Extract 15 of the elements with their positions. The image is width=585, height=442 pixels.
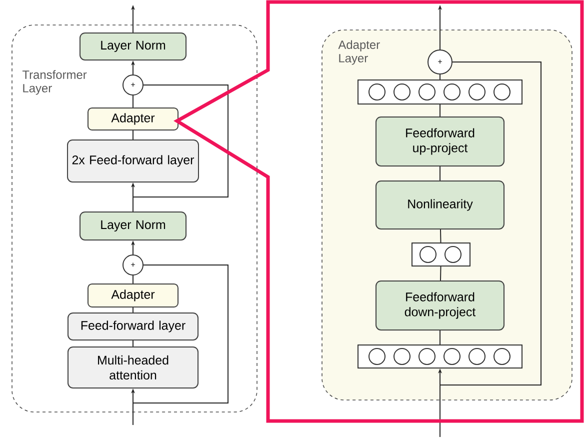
vector-box — [412, 242, 470, 266]
process-box: Nonlinearity — [376, 180, 504, 230]
process-box: Feed-forward layer — [68, 312, 198, 340]
process-box: Feedforward up-project — [376, 116, 504, 166]
adapter-box: Adapter — [88, 107, 178, 130]
vector-box — [358, 79, 522, 104]
process-box: 2x Feed-forward layer — [67, 139, 199, 182]
process-box: Feedforward down-project — [376, 280, 504, 330]
process-box: Layer Norm — [80, 211, 186, 240]
process-box: Multi-headed attention — [68, 346, 198, 388]
process-box: Layer Norm — [80, 32, 186, 60]
container-title: Transformer Layer — [22, 70, 87, 95]
vector-box — [358, 344, 522, 368]
container-title: Adapter Layer — [338, 40, 380, 65]
adapter-box: Adapter — [88, 283, 178, 308]
